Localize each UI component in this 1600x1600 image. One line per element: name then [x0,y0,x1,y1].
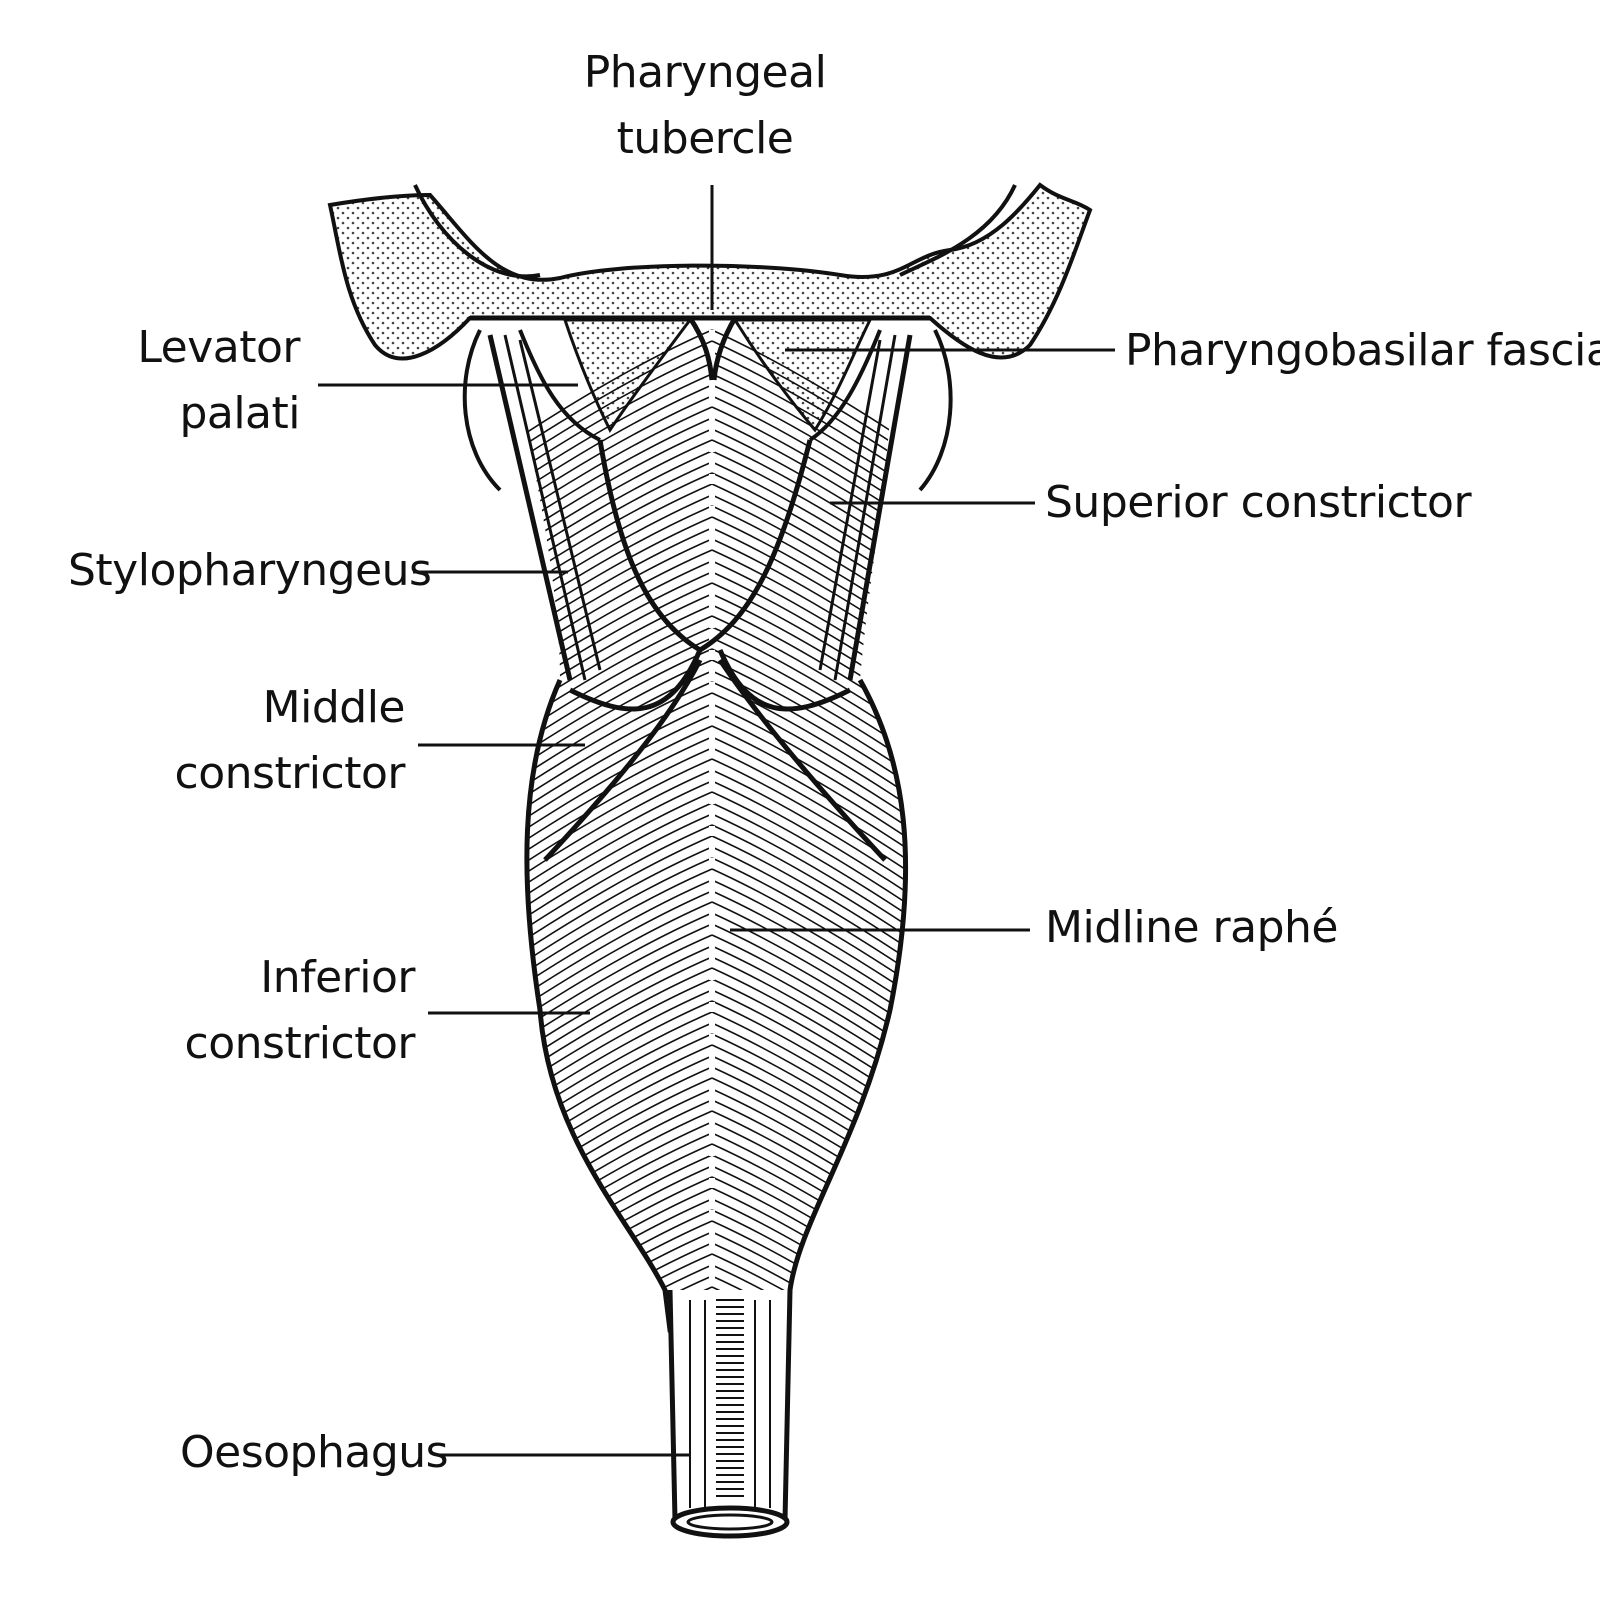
label-middle-constrictor: Middle constrictor [150,675,406,807]
fibre-line-left [510,758,713,880]
fibre-line-right [711,1033,906,1155]
fibre-line-left [510,714,713,836]
fibre-line-right [711,571,906,693]
label-superior-constrictor-text: Superior constrictor [1045,477,1472,528]
fibre-line-left [510,780,713,902]
fibre-line-right [711,560,906,682]
fibre-line-right [711,758,906,880]
fibre-line-right [711,1022,906,1144]
label-inferior-constrictor-line2: constrictor [184,1018,416,1069]
constrictor-boundaries [543,316,887,862]
label-stylopharyngeus-text: Stylopharyngeus [68,545,432,596]
fibre-line-right [711,538,906,660]
skull-base [327,182,1093,361]
fibre-line-right [711,736,906,858]
muscle-fibres [510,329,906,1330]
fibre-line-right [711,802,906,924]
label-levator-palati: Levator palati [100,315,300,447]
fibre-line-right [711,1088,906,1210]
fibre-line-right [711,813,906,935]
label-oesophagus-text: Oesophagus [180,1427,449,1478]
fibre-line-right [711,868,906,990]
fibre-line-right [711,846,906,968]
pharyngobasilar-fascia-region [562,318,873,433]
label-pharyngeal-tubercle-line2: tubercle [616,113,794,164]
fibre-line-right [711,494,906,616]
label-pharyngeal-tubercle-line1: Pharyngeal [583,47,827,98]
fibre-line-right [711,1099,906,1221]
label-inferior-constrictor: Inferior constrictor [160,945,416,1077]
fibre-line-right [711,714,906,836]
fibre-line-right [711,1176,906,1298]
fibre-line-right [711,835,906,957]
label-midline-raphe-text: Midline raphé [1045,902,1338,953]
leader-lines [318,185,1115,1457]
fibre-line-right [711,934,906,1056]
fibre-line-left [510,725,713,847]
fibre-line-right [711,824,906,946]
label-levator-palati-line1: Levator [137,322,300,373]
oesophagus-tube [667,1289,793,1539]
fibre-line-right [711,791,906,913]
fibre-line-right [711,978,906,1100]
fibre-line-right [711,472,906,594]
stylopharyngeus-muscles [487,334,913,681]
fibre-line-left [510,813,713,935]
fibre-line-right [711,527,906,649]
label-middle-constrictor-line1: Middle [262,682,406,733]
fibre-line-right [711,923,906,1045]
fibre-line-right [711,1055,906,1177]
fibre-line-right [711,967,906,1089]
fibre-line-right [711,1132,906,1254]
fibre-line-left [510,769,713,891]
fibre-line-right [711,516,906,638]
fibre-line-right [711,1066,906,1188]
label-oesophagus: Oesophagus [180,1420,449,1486]
fibre-line-right [711,857,906,979]
fibre-line-right [711,1077,906,1199]
label-middle-constrictor-line2: constrictor [174,748,406,799]
fibre-line-right [711,780,906,902]
label-pharyngobasilar-fascia-text: Pharyngobasilar fascia [1125,325,1600,376]
fibre-line-right [711,604,906,726]
fibre-line-right [711,1011,906,1133]
fibre-line-left [510,340,713,462]
fibre-line-left [510,791,713,913]
label-inferior-constrictor-line1: Inferior [260,952,415,1003]
fibre-line-right [711,747,906,869]
label-superior-constrictor: Superior constrictor [1045,470,1472,536]
fibre-line-right [711,1044,906,1166]
label-pharyngobasilar-fascia: Pharyngobasilar fascia [1125,318,1600,384]
fibre-line-right [711,1121,906,1243]
fibre-line-right [711,901,906,1023]
fibre-line-left [510,802,713,924]
fibre-line-left [510,747,713,869]
label-levator-palati-line2: palati [179,388,300,439]
label-stylopharyngeus: Stylopharyngeus [68,538,432,604]
fibre-line-left [510,703,713,825]
fibre-line-right [711,1165,906,1287]
fibre-line-right [711,890,906,1012]
fibre-line-right [711,692,906,814]
fibre-line-right [711,703,906,825]
fibre-line-right [711,681,906,803]
label-midline-raphe: Midline raphé [1045,895,1338,961]
fibre-line-right [711,659,906,781]
label-pharyngeal-tubercle: Pharyngeal tubercle [580,40,830,172]
fibre-line-right [711,615,906,737]
fibre-line-right [711,879,906,1001]
fibre-line-right [711,769,906,891]
fibre-line-right [711,461,906,583]
fibre-line-left [510,329,713,451]
